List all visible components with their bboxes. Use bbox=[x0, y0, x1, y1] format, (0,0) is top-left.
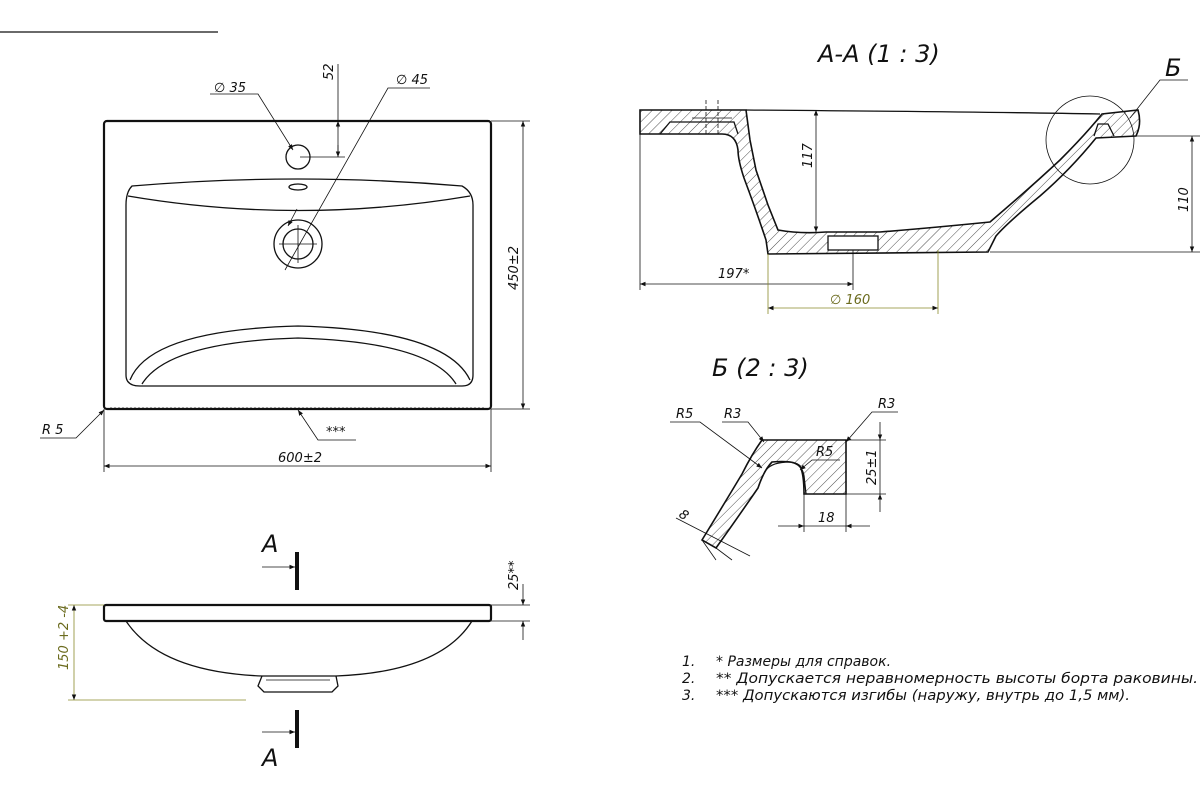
dim-117-label: 117 bbox=[801, 142, 816, 168]
d45-leader bbox=[284, 87, 430, 271]
d45-label: ∅ 45 bbox=[396, 73, 428, 88]
section-aa-drain bbox=[827, 235, 879, 251]
dim-160-label: ∅ 160 bbox=[830, 293, 870, 308]
note-3-text: *** Допускаются изгибы (наружу, внутрь д… bbox=[716, 688, 1130, 704]
bowl-rim-lower bbox=[129, 325, 471, 381]
notes: 1. * Размеры для справок. 2. ** Допускае… bbox=[682, 654, 1198, 704]
stars-leader bbox=[297, 409, 356, 441]
section-label-bottom: A bbox=[260, 744, 278, 772]
r5-leader bbox=[40, 409, 105, 439]
note-3-num: 3. bbox=[682, 688, 695, 704]
top-view: ∅ 35 ∅ 45 52 450±2 600±2 R 5 *** bbox=[40, 63, 530, 472]
side-drain bbox=[257, 675, 339, 693]
detail-r5-inner: R5 bbox=[816, 445, 833, 460]
note-1-num: 1. bbox=[682, 654, 695, 670]
section-label-top: A bbox=[260, 530, 278, 558]
d35-leader bbox=[210, 93, 294, 151]
section-aa-inner-surface bbox=[745, 109, 1101, 115]
side-view: A A 25** 150 +2 -4 bbox=[57, 530, 530, 772]
dim-110-label: 110 bbox=[1177, 187, 1192, 212]
bowl-outline bbox=[125, 178, 474, 387]
detail-r3-right: R3 bbox=[878, 397, 895, 412]
note-2-num: 2. bbox=[682, 671, 695, 687]
dim-450-label: 450±2 bbox=[507, 246, 522, 290]
detail-b-groove bbox=[765, 461, 807, 495]
bowl-rim-upper bbox=[127, 195, 471, 212]
dim-600-label: 600±2 bbox=[278, 451, 322, 466]
section-aa: A-A (1 : 3) Б 117 110 197* ∅ 160 bbox=[639, 40, 1200, 314]
detail-b: Б (2 : 3) R5 R3 R3 R5 25±1 18 8 bbox=[670, 354, 898, 561]
r5-label: R 5 bbox=[42, 423, 63, 438]
side-bowl bbox=[125, 620, 473, 677]
detail-dim-18-label: 18 bbox=[818, 511, 835, 526]
section-aa-title: A-A (1 : 3) bbox=[816, 40, 940, 68]
dim-52-label: 52 bbox=[322, 63, 337, 80]
detail-b-callout bbox=[1045, 95, 1135, 185]
d35-label: ∅ 35 bbox=[214, 81, 246, 96]
detail-b-callout-label: Б bbox=[1165, 54, 1181, 82]
overflow-hole bbox=[288, 183, 308, 191]
dim-197-label: 197* bbox=[718, 267, 750, 282]
detail-b-title: Б (2 : 3) bbox=[712, 354, 809, 382]
detail-dim-8-label: 8 bbox=[676, 507, 691, 524]
detail-r5-left: R5 bbox=[676, 407, 693, 422]
note-1-text: * Размеры для справок. bbox=[716, 654, 891, 670]
basin-outline bbox=[102, 119, 493, 411]
detail-r3-left: R3 bbox=[724, 407, 741, 422]
dim-150-label: 150 +2 -4 bbox=[57, 605, 72, 670]
side-rim bbox=[102, 603, 493, 623]
detail-dim-25-label: 25±1 bbox=[865, 449, 880, 485]
stars-label: *** bbox=[326, 425, 346, 440]
note-2-text: ** Допускается неравномерность высоты бо… bbox=[716, 671, 1198, 687]
bowl-rim-lower-inner bbox=[141, 337, 457, 385]
section-aa-body bbox=[639, 109, 1141, 255]
dim-25-label: 25** bbox=[507, 560, 522, 590]
drain-hole-outer bbox=[273, 219, 323, 269]
